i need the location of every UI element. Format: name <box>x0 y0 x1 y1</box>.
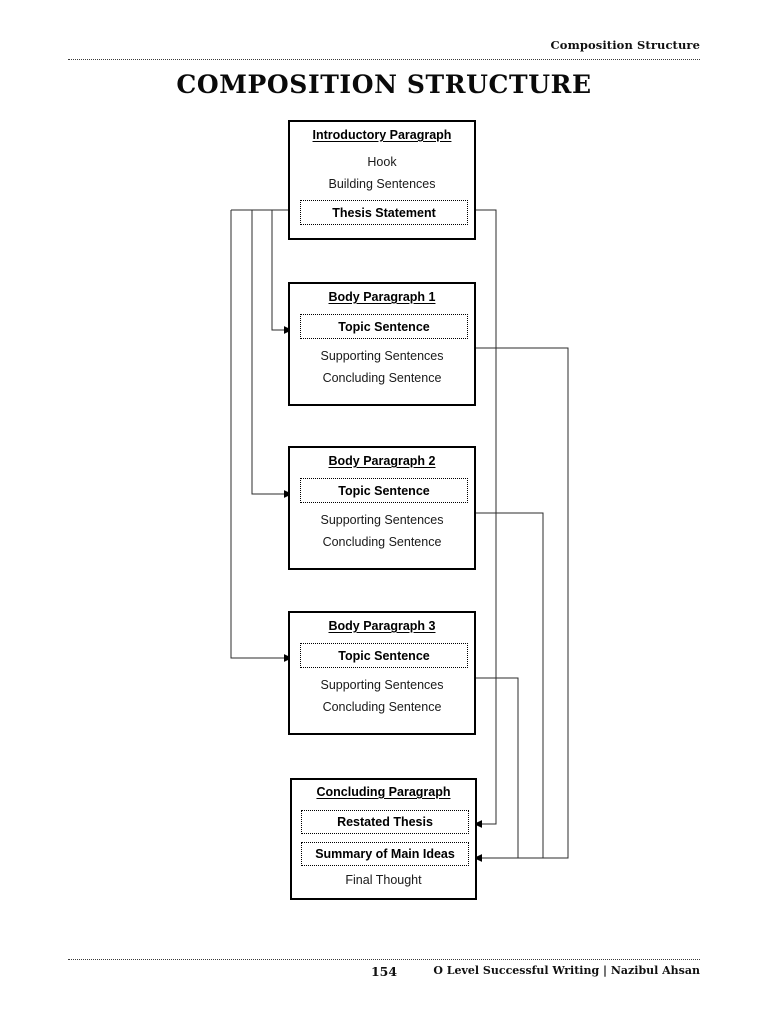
footer-credit: O Level Successful Writing | Nazibul Ahs… <box>433 964 700 977</box>
body-paragraph-1-topic-sentence-box[interactable]: Topic Sentence <box>300 314 468 339</box>
introductory-paragraph-line-building-sentences: Building Sentences <box>328 177 436 191</box>
thesis-statement-box[interactable]: Thesis Statement <box>300 200 468 225</box>
body-paragraph-2-heading: Body Paragraph 2 <box>328 454 436 468</box>
connector-thesis-to-body3 <box>230 210 293 662</box>
block-introductory-paragraph[interactable]: Introductory Paragraph Hook Building Sen… <box>288 120 476 240</box>
body-paragraph-1-heading: Body Paragraph 1 <box>328 290 436 304</box>
body-paragraph-1-line-supporting-sentences: Supporting Sentences <box>320 349 444 363</box>
block-body-paragraph-3[interactable]: Body Paragraph 3 Topic Sentence Supporti… <box>288 611 476 735</box>
footer-divider <box>68 959 700 960</box>
body-paragraph-3-heading: Body Paragraph 3 <box>328 619 436 633</box>
summary-of-main-ideas-box[interactable]: Summary of Main Ideas <box>301 842 469 866</box>
body-paragraph-3-line-concluding-sentence: Concluding Sentence <box>322 700 442 714</box>
connector-body1-to-summary <box>473 347 569 862</box>
connector-thesis-to-body2 <box>251 210 293 498</box>
header-divider <box>68 59 700 60</box>
block-body-paragraph-1[interactable]: Body Paragraph 1 Topic Sentence Supporti… <box>288 282 476 406</box>
connector-body3-to-summary <box>476 677 519 858</box>
page-header: Composition Structure <box>68 38 700 62</box>
introductory-paragraph-line-hook: Hook <box>367 155 397 169</box>
restated-thesis-box[interactable]: Restated Thesis <box>301 810 469 834</box>
running-header-title: Composition Structure <box>550 38 700 52</box>
page-number: 154 <box>370 964 398 979</box>
body-paragraph-3-line-supporting-sentences: Supporting Sentences <box>320 678 444 692</box>
body-paragraph-2-topic-sentence-box[interactable]: Topic Sentence <box>300 478 468 503</box>
concluding-paragraph-heading: Concluding Paragraph <box>316 785 451 799</box>
body-paragraph-2-line-supporting-sentences: Supporting Sentences <box>320 513 444 527</box>
body-paragraph-1-line-concluding-sentence: Concluding Sentence <box>322 371 442 385</box>
block-concluding-paragraph[interactable]: Concluding Paragraph Restated Thesis Sum… <box>290 778 477 900</box>
block-body-paragraph-2[interactable]: Body Paragraph 2 Topic Sentence Supporti… <box>288 446 476 570</box>
connector-body2-to-summary <box>476 512 544 858</box>
body-paragraph-3-topic-sentence-box[interactable]: Topic Sentence <box>300 643 468 668</box>
introductory-paragraph-heading: Introductory Paragraph <box>312 128 452 142</box>
concluding-paragraph-line-final-thought: Final Thought <box>345 873 422 887</box>
page-title: COMPOSITION STRUCTURE <box>176 70 592 99</box>
body-paragraph-2-line-concluding-sentence: Concluding Sentence <box>322 535 442 549</box>
